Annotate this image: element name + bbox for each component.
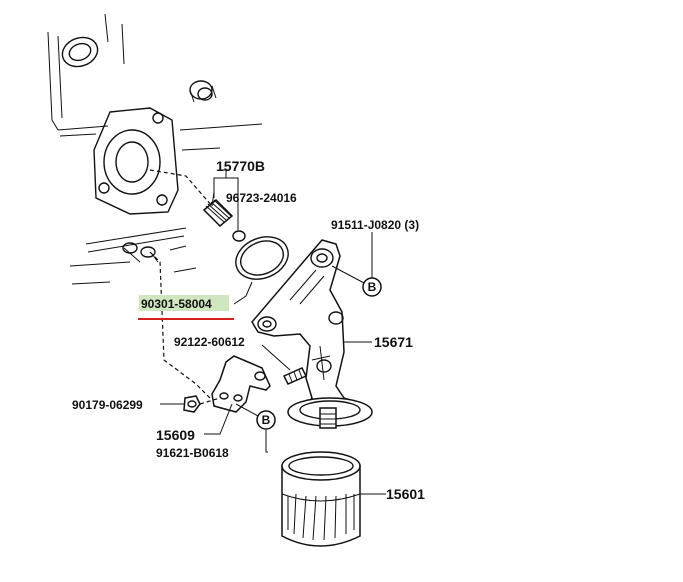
callout-b-lower: B <box>256 410 276 430</box>
oil-filter-bracket <box>251 239 373 429</box>
callout-b-upper: B <box>362 277 382 297</box>
label-90301-58004[interactable]: 90301-58004 <box>141 297 212 311</box>
label-15609[interactable]: 15609 <box>156 427 195 443</box>
label-92122-60612[interactable]: 92122-60612 <box>174 335 245 349</box>
mounting-bracket <box>211 355 271 413</box>
label-15770b[interactable]: 15770B <box>216 158 265 174</box>
label-96723-24016[interactable]: 96723-24016 <box>226 191 297 205</box>
callout-b-upper-letter: B <box>368 280 377 294</box>
oil-filter <box>281 451 361 547</box>
label-91511-j0820[interactable]: 91511-J0820 (3) <box>331 218 419 232</box>
callout-b-lower-letter: B <box>262 413 271 427</box>
hex-bolt <box>183 395 221 413</box>
oil-relief-union <box>202 198 246 242</box>
o-ring-gasket <box>235 236 289 280</box>
label-15601[interactable]: 15601 <box>386 486 425 502</box>
stud-bolt <box>282 367 308 385</box>
label-15671[interactable]: 15671 <box>374 334 413 350</box>
label-91621-b0618[interactable]: 91621-B0618 <box>156 446 229 460</box>
leader-lines <box>160 169 386 495</box>
engine-block <box>47 13 263 399</box>
label-90179-06299[interactable]: 90179-06299 <box>72 398 143 412</box>
highlight-box <box>139 295 229 311</box>
